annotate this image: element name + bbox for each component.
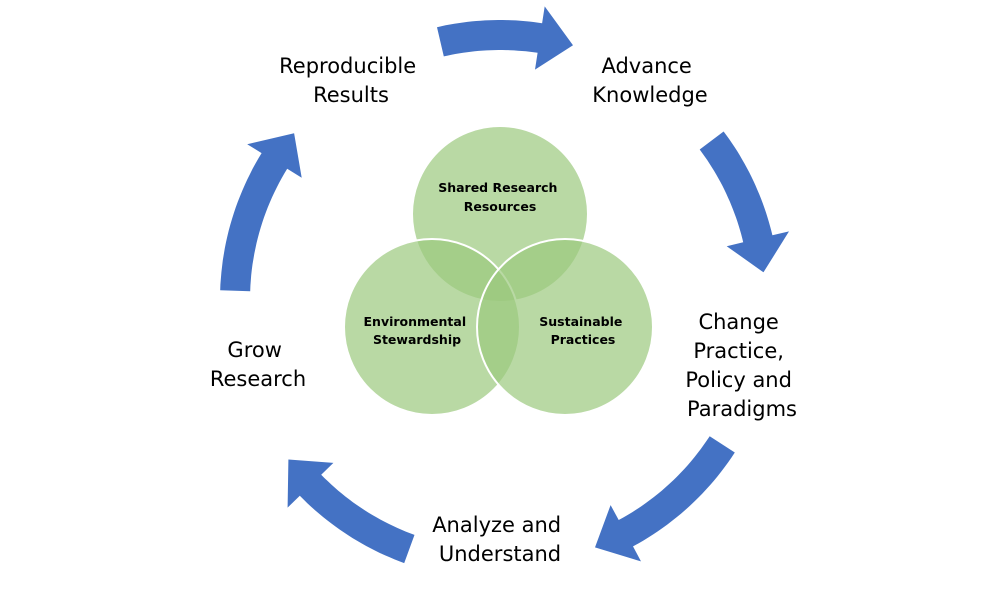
venn-diagram: Shared Research Resources Environmental … <box>343 125 654 416</box>
cycle-label-line: Practice, <box>693 339 784 363</box>
cycle-label-line: Advance <box>601 54 691 78</box>
venn-label-line: Sustainable <box>539 314 622 329</box>
venn-label-line: Resources <box>464 199 537 214</box>
arrow-change-to-analyze <box>595 436 735 562</box>
arrow-results-to-knowledge <box>437 6 573 70</box>
arrow-grow-to-results <box>220 133 302 292</box>
cycle-label-line: Understand <box>439 542 561 566</box>
venn-label-line: Shared Research <box>438 180 557 195</box>
cycle-label-line: Research <box>210 367 306 391</box>
venn-circle-sustainable-practices <box>476 238 654 416</box>
cycle-label-line: Policy and <box>685 368 792 392</box>
venn-label-shared-research-resources: Shared Research Resources <box>438 180 562 214</box>
cycle-label-line: Knowledge <box>592 83 707 107</box>
cycle-labels: Reproducible Results Advance Knowledge C… <box>210 54 798 566</box>
arrow-knowledge-to-change <box>699 131 789 273</box>
arrow-analyze-to-grow <box>287 459 415 564</box>
label-advance-knowledge: Advance Knowledge <box>592 54 707 107</box>
cycle-label-line: Change <box>698 310 778 334</box>
cycle-arrows <box>220 6 789 564</box>
venn-label-line: Environmental <box>364 314 467 329</box>
label-grow-research: Grow Research <box>210 338 306 391</box>
cycle-label-line: Analyze and <box>432 513 561 537</box>
cycle-label-line: Paradigms <box>687 397 797 421</box>
label-analyze-and-understand: Analyze and Understand <box>432 513 568 566</box>
venn-label-line: Practices <box>551 332 616 347</box>
venn-label-sustainable-practices: Sustainable Practices <box>539 314 626 347</box>
venn-label-line: Stewardship <box>373 332 461 347</box>
cycle-label-line: Reproducible <box>279 54 416 78</box>
cycle-label-line: Grow <box>227 338 281 362</box>
label-reproducible-results: Reproducible Results <box>279 54 423 107</box>
label-change-practice-policy-paradigms: Change Practice, Policy and Paradigms <box>685 310 798 421</box>
venn-label-environmental-stewardship: Environmental Stewardship <box>364 314 471 347</box>
cycle-label-line: Results <box>313 83 389 107</box>
